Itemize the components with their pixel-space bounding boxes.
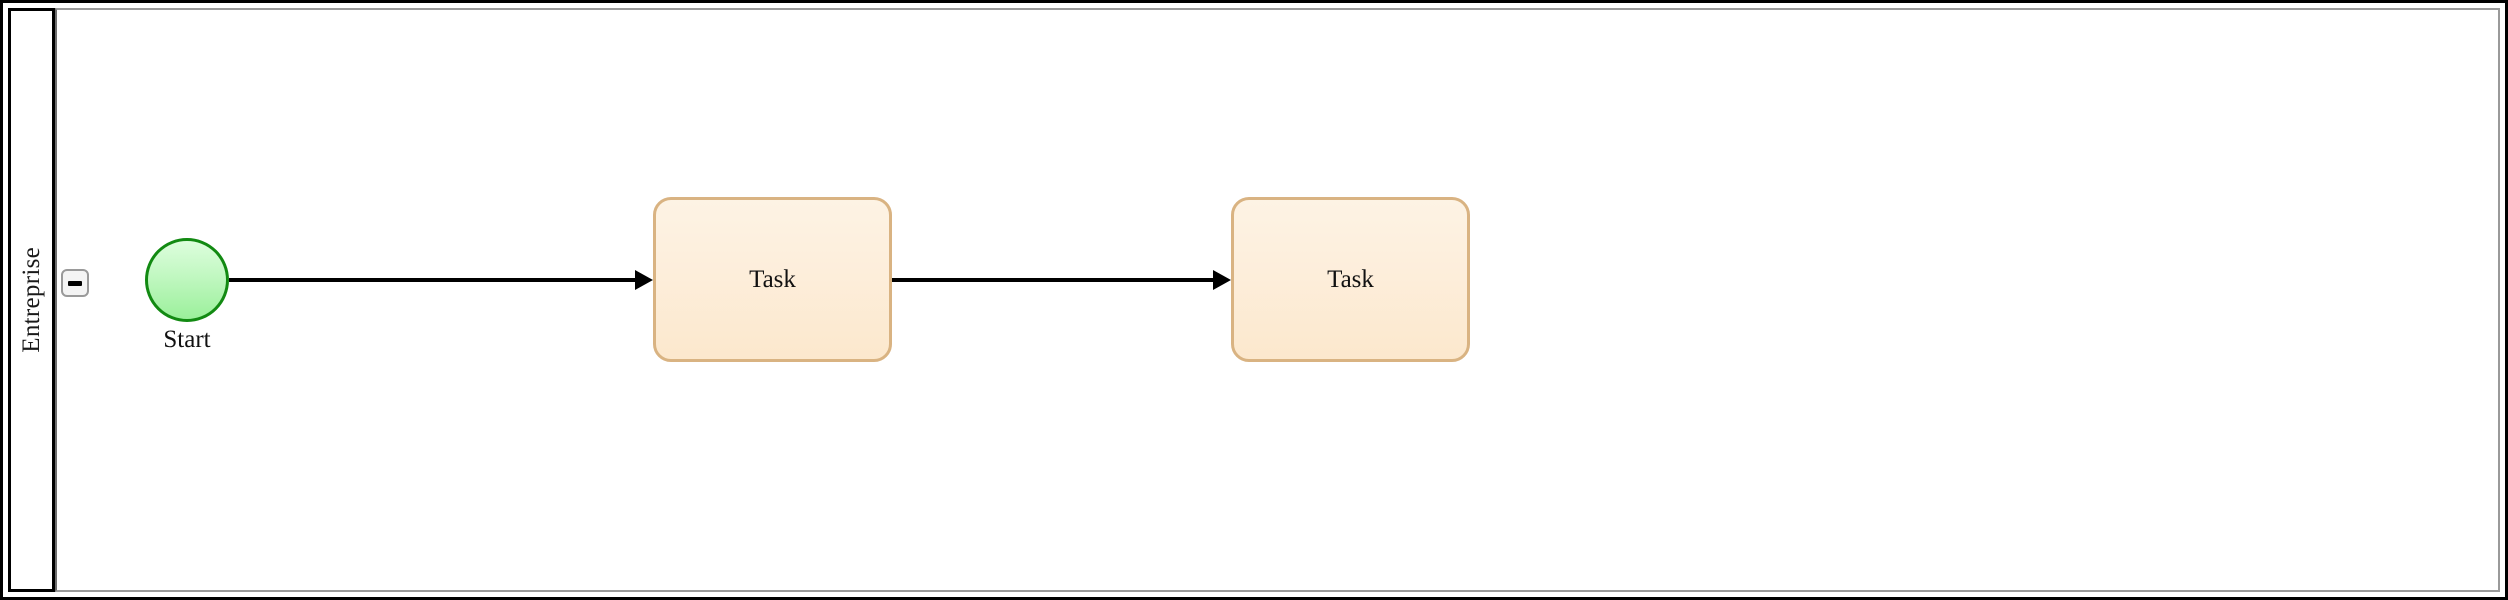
task-label: Task	[749, 265, 796, 293]
task-node-1[interactable]: Task	[653, 197, 892, 362]
minus-icon	[68, 280, 82, 286]
flow-line	[892, 278, 1215, 282]
start-event-node[interactable]	[145, 238, 229, 322]
arrowhead-icon	[1213, 270, 1231, 290]
lane-collapse-button[interactable]	[61, 269, 89, 297]
task-node-2[interactable]: Task	[1231, 197, 1470, 362]
start-event-label: Start	[163, 326, 211, 353]
lane-header[interactable]: Entreprise	[8, 8, 55, 592]
lane-title: Entreprise	[18, 247, 45, 353]
sequence-flow-task1-to-task2[interactable]	[892, 270, 1231, 290]
arrowhead-icon	[635, 270, 653, 290]
sequence-flow-start-to-task1[interactable]	[229, 270, 653, 290]
task-label: Task	[1327, 265, 1374, 293]
flow-line	[229, 278, 637, 282]
